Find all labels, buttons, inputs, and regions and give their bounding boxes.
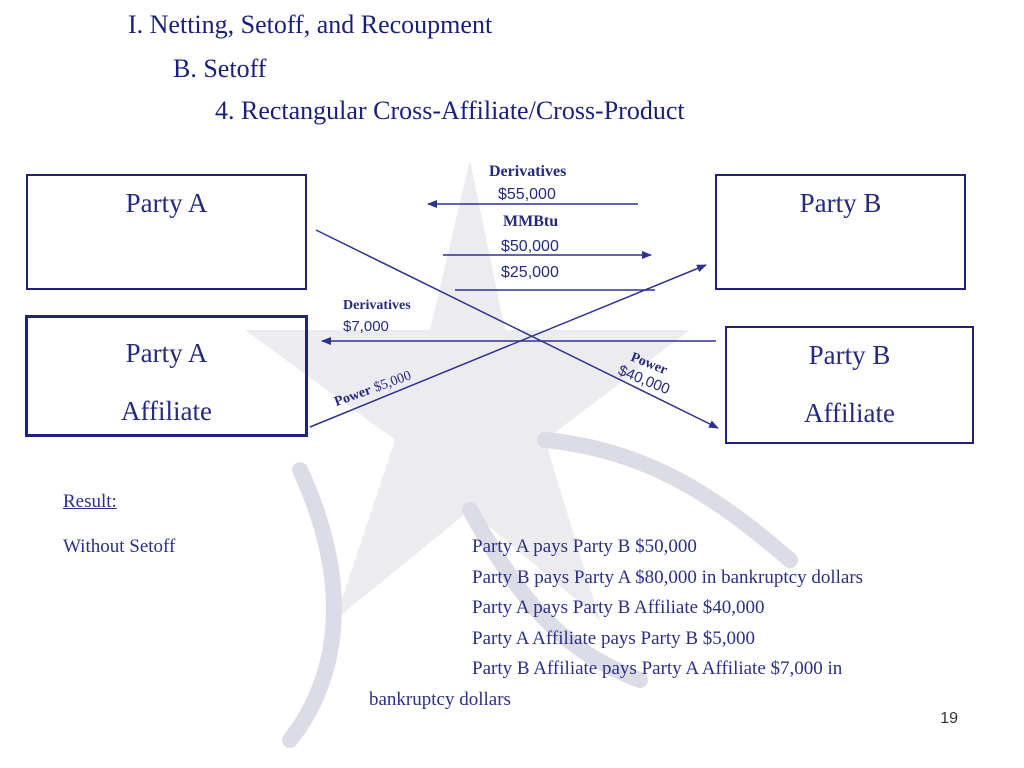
party-a-affiliate-label-line2: Affiliate xyxy=(121,396,212,426)
page-number: 19 xyxy=(940,710,958,727)
party-a-box: Party A xyxy=(26,174,307,290)
arrow-power-to-party-b-affiliate xyxy=(315,229,719,429)
party-b-affiliate-label-line1: Party B xyxy=(808,340,891,370)
party-b-affiliate-label-line2: Affiliate xyxy=(804,398,895,428)
party-a-label: Party A xyxy=(125,188,208,218)
label-derivatives-top-amount: $55,000 xyxy=(498,186,556,203)
result-line-3: Party A pays Party B Affiliate $40,000 xyxy=(472,597,765,618)
result-line-4: Party A Affiliate pays Party B $5,000 xyxy=(472,628,756,649)
party-a-affiliate-box: Party A Affiliate xyxy=(25,315,308,437)
party-a-affiliate-label-line1: Party A xyxy=(125,338,208,368)
result-heading: Result: xyxy=(63,491,117,512)
party-b-label: Party B xyxy=(799,188,882,218)
heading-level2: B. Setoff xyxy=(173,54,267,83)
arrow-power-to-party-b xyxy=(309,264,707,428)
result-wrap-line: bankruptcy dollars xyxy=(369,689,511,710)
heading-level3: 4. Rectangular Cross-Affiliate/Cross-Pro… xyxy=(215,96,685,125)
label-mmbtu-amount: $50,000 xyxy=(501,238,559,255)
party-b-box: Party B xyxy=(715,174,966,290)
heading-level1: I. Netting, Setoff, and Recoupment xyxy=(128,10,493,39)
party-b-affiliate-box: Party B Affiliate xyxy=(725,326,974,444)
result-line-5: Party B Affiliate pays Party A Affiliate… xyxy=(472,658,843,679)
result-line-2: Party B pays Party A $80,000 in bankrupt… xyxy=(472,567,864,588)
label-derivatives-top: Derivatives xyxy=(489,163,567,180)
label-25000: $25,000 xyxy=(501,264,559,281)
result-without-setoff: Without Setoff xyxy=(63,536,176,557)
label-mmbtu: MMBtu xyxy=(503,213,559,230)
result-line-1: Party A pays Party B $50,000 xyxy=(472,536,697,557)
label-derivatives-mid: Derivatives xyxy=(343,298,411,313)
label-derivatives-mid-amount: $7,000 xyxy=(343,318,389,335)
